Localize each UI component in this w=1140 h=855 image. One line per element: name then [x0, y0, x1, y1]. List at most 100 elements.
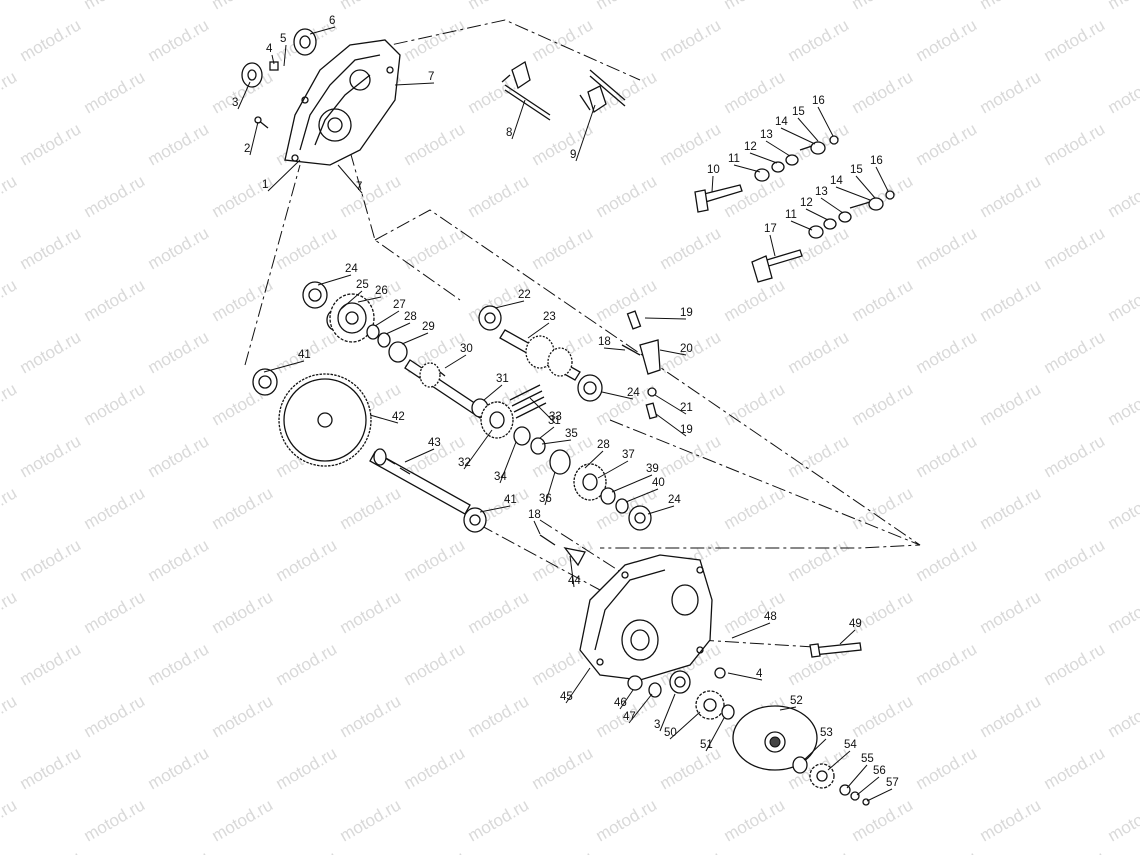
leader-line — [669, 711, 701, 740]
part-number-callout: 19 — [680, 424, 693, 436]
leader-line — [659, 349, 687, 356]
watermark-text: motod.ru — [1041, 743, 1109, 793]
leader-line — [611, 474, 653, 493]
lever-44 — [539, 534, 586, 567]
shaft-23 — [499, 329, 581, 381]
watermark-text: motod.ru — [849, 379, 917, 429]
leader-line — [659, 693, 676, 732]
part-number-callout: 18 — [598, 336, 611, 348]
watermark-text: motod.ru — [337, 171, 405, 221]
gear-25-26 — [326, 293, 375, 343]
watermark-text: motod.ru — [81, 275, 149, 325]
watermark-text: motod.ru — [1041, 639, 1109, 689]
watermark-text: motod.ru — [337, 483, 405, 533]
part-number-callout: 39 — [646, 463, 659, 475]
watermark-text: motod.ru — [977, 795, 1045, 845]
leader-line — [337, 164, 363, 194]
main-housing — [579, 554, 713, 681]
leader-line — [283, 44, 287, 67]
watermark-text: motod.ru — [145, 743, 213, 793]
watermark-text: motod.ru — [913, 847, 981, 855]
watermark-text: motod.ru — [209, 795, 277, 845]
shaft-30 — [404, 359, 486, 419]
leader-line — [655, 413, 687, 437]
leader-line — [846, 764, 868, 789]
housing-cover — [284, 39, 401, 166]
leader-line — [856, 776, 880, 796]
part-number-callout: 36 — [539, 493, 552, 505]
part-number-callout: 15 — [850, 164, 863, 176]
leader-line — [541, 439, 572, 445]
watermark-text: motod.ru — [17, 327, 85, 377]
watermark-text: motod.ru — [977, 587, 1045, 637]
watermark-text: motod.ru — [785, 15, 853, 65]
leader-line — [839, 629, 856, 645]
watermark-text: motod.ru — [913, 431, 981, 481]
leader-line — [628, 693, 653, 724]
part-number-callout: 21 — [680, 402, 693, 414]
part-number-callout: 13 — [815, 186, 828, 198]
watermark-text: motod.ru — [785, 535, 853, 585]
watermark-text: motod.ru — [465, 587, 533, 637]
seal-3 — [241, 62, 263, 88]
watermark-text: motod.ru — [337, 795, 405, 845]
watermark-text: motod.ru — [0, 587, 20, 637]
part-number-callout: 11 — [728, 153, 740, 165]
part-number-callout: 46 — [614, 697, 627, 709]
part-number-callout: 52 — [790, 695, 803, 707]
watermark-text: motod.ru — [81, 67, 149, 117]
part-number-callout: 44 — [568, 575, 581, 587]
part-number-callout: 9 — [570, 149, 576, 161]
part-number-callout: 4 — [266, 43, 273, 55]
leader-line — [575, 104, 596, 162]
seal-6 — [293, 28, 317, 56]
part-number-callout: 11 — [785, 209, 797, 221]
part-number-callout: 31 — [496, 373, 509, 385]
watermark-text: motod.ru — [529, 119, 597, 169]
leader-line — [805, 208, 829, 221]
part-number-callout: 4 — [756, 668, 763, 680]
watermark-text: motod.ru — [209, 0, 277, 13]
part-number-callout: 14 — [775, 116, 788, 128]
part-number-callout: 26 — [375, 285, 388, 297]
shaft-43 — [369, 448, 471, 515]
watermark-text: motod.ru — [529, 535, 597, 585]
watermark-text: motod.ru — [657, 431, 725, 481]
leader-line — [479, 505, 511, 513]
watermark-text: motod.ru — [0, 379, 20, 429]
leader-line — [463, 429, 493, 470]
leader-line — [317, 274, 352, 286]
part-number-callout: 12 — [800, 197, 813, 209]
watermark-text: motod.ru — [17, 119, 85, 169]
part-number-callout: 28 — [597, 439, 610, 451]
watermark-text: motod.ru — [657, 847, 725, 855]
watermark-text: motod.ru — [81, 483, 149, 533]
watermark-text: motod.ru — [849, 483, 917, 533]
watermark-text: motod.ru — [593, 0, 661, 13]
part-number-callout: 25 — [356, 279, 369, 291]
drive-pulley-52 — [732, 705, 818, 771]
part-number-callout: 8 — [506, 127, 512, 139]
watermark-text: motod.ru — [977, 691, 1045, 741]
watermark-text: motod.ru — [401, 847, 469, 855]
leader-line — [820, 197, 844, 214]
gear-36-37 — [549, 449, 607, 501]
watermark-text: motod.ru — [1041, 327, 1109, 377]
leader-line — [711, 175, 714, 193]
leader-line — [584, 450, 604, 469]
leader-line — [779, 706, 797, 711]
part-number-callout: 33 — [549, 411, 562, 423]
bearing-41-upper — [252, 368, 278, 396]
part-number-callout: 31 — [548, 415, 561, 427]
leader-line — [374, 310, 400, 327]
watermark-text: motod.ru — [17, 15, 85, 65]
leader-line — [797, 117, 819, 142]
leader-line — [827, 750, 851, 771]
bolt-2 — [254, 116, 269, 129]
part-number-callout: 17 — [764, 223, 777, 235]
leader-line — [309, 26, 336, 35]
watermark-text: motod.ru — [1041, 535, 1109, 585]
watermark-text: motod.ru — [0, 67, 20, 117]
watermark-text: motod.ru — [145, 119, 213, 169]
